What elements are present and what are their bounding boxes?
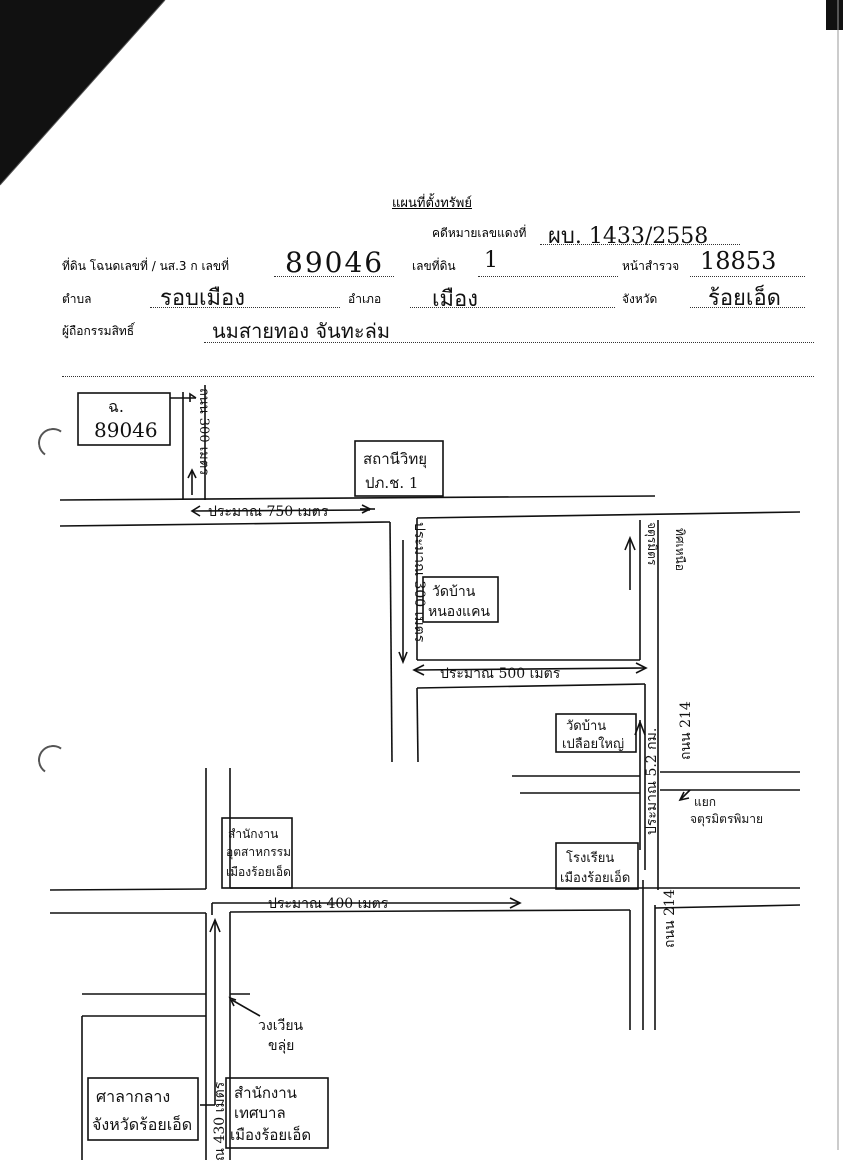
- location-map: ฉ. 89046 ถนน 300 เมตร สถานีวิทยุ ปภ.ช. 1…: [49, 385, 801, 1161]
- owner-label: ผู้ถือกรรมสิทธิ์: [62, 324, 135, 338]
- office-utsahakam-2: อุตสาหกรรม: [226, 845, 291, 860]
- page-title: แผนที่ตั้งทรัพย์: [392, 196, 472, 211]
- province-value: ร้อยเอ็ด: [708, 286, 781, 311]
- school-2: เมืองร้อยเอ็ด: [560, 868, 630, 886]
- radio-station-box: [354, 440, 444, 497]
- amphoe-value: เมือง: [432, 287, 478, 312]
- road-214-b: ถนน 214: [662, 889, 678, 948]
- road-300-top: ถนน 300 เมตร: [196, 388, 211, 475]
- circle-2: ขลุ่ย: [268, 1038, 294, 1054]
- tambon-value: รอบเมือง: [160, 286, 245, 311]
- radio-line2: ปภ.ช. 1: [365, 474, 418, 492]
- junction-1: แยก: [694, 795, 716, 809]
- road-214-a: ถนน 214: [678, 701, 694, 760]
- survey-page-label: หน้าสำรวจ: [622, 259, 680, 273]
- north-mark: ทิศเหนือ: [673, 528, 687, 571]
- dist-52km: ประมาณ 5.2 กม.: [644, 728, 660, 835]
- school-box: [555, 842, 639, 890]
- wat-nongkhaen-2: หนองแคน: [428, 604, 490, 620]
- underline: [204, 342, 814, 343]
- wat-plueai-2: เปลือยใหญ่: [562, 736, 624, 752]
- circle-1: วงเวียน: [258, 1018, 304, 1034]
- wat-nongkhaen-box: [422, 576, 499, 623]
- wat-plueai-box: [555, 713, 637, 753]
- tambon-label: ตำบล: [62, 292, 92, 306]
- underline: [690, 307, 805, 308]
- city-hall-1: ศาลากลาง: [96, 1087, 170, 1106]
- underline: [410, 307, 615, 308]
- underline: [274, 276, 394, 277]
- school-1: โรงเรียน: [566, 850, 614, 866]
- municipal-3: เมืองร้อยเอ็ด: [230, 1125, 311, 1144]
- underline: [62, 376, 814, 377]
- land-no-value: 1: [484, 248, 498, 273]
- radio-line1: สถานีวิทยุ: [363, 450, 427, 469]
- underline: [150, 307, 340, 308]
- deed-label: ที่ดิน โฉนดเลขที่ / นส.3 ก เลขที่: [62, 259, 230, 273]
- plot-box: [77, 392, 171, 446]
- municipal-2: เทศบาล: [234, 1104, 286, 1122]
- jatusrat-road: จตุรมิตร: [644, 522, 659, 566]
- underline: [540, 244, 740, 245]
- municipal-box: [225, 1077, 329, 1149]
- dist-400: ประมาณ 400 เมตร: [268, 896, 389, 912]
- plot-line1: ฉ.: [108, 397, 124, 416]
- municipal-1: สำนักงาน: [234, 1084, 297, 1102]
- province-label: จังหวัด: [622, 292, 658, 306]
- wat-nongkhaen-1: วัดบ้าน: [432, 584, 476, 600]
- dist-500: ประมาณ 500 เมตร: [440, 666, 561, 682]
- office-utsahakam-1: สำนักงาน: [228, 827, 278, 841]
- plot-line2: 89046: [94, 418, 158, 442]
- dist-300: ประมาณ 300 เมตร: [411, 522, 427, 643]
- owner-value: นมสายทอง จันทะล่ม: [212, 319, 391, 343]
- deed-value: 89046: [285, 246, 385, 279]
- survey-page-value: 18853: [700, 247, 777, 275]
- land-no-label: เลขที่ดิน: [412, 259, 456, 273]
- underline: [478, 276, 618, 277]
- case-value: ผบ. 1433/2558: [548, 224, 709, 249]
- office-utsahakam-3: เมืองร้อยเอ็ด: [226, 864, 291, 879]
- dist-750: ประมาณ 750 เมตร: [208, 504, 329, 520]
- case-label: คดีหมายเลขแดงที่: [432, 226, 527, 240]
- underline: [690, 276, 805, 277]
- junction-2: จตุรมิตรพิมาย: [690, 812, 763, 827]
- dist-430: ประมาณ 430 เมตร: [212, 1081, 228, 1161]
- amphoe-label: อำเภอ: [348, 292, 382, 306]
- city-hall-2: จังหวัดร้อยเอ็ด: [92, 1114, 192, 1134]
- wat-plueai-1: วัดบ้าน: [566, 719, 606, 734]
- city-hall-box: [87, 1077, 199, 1141]
